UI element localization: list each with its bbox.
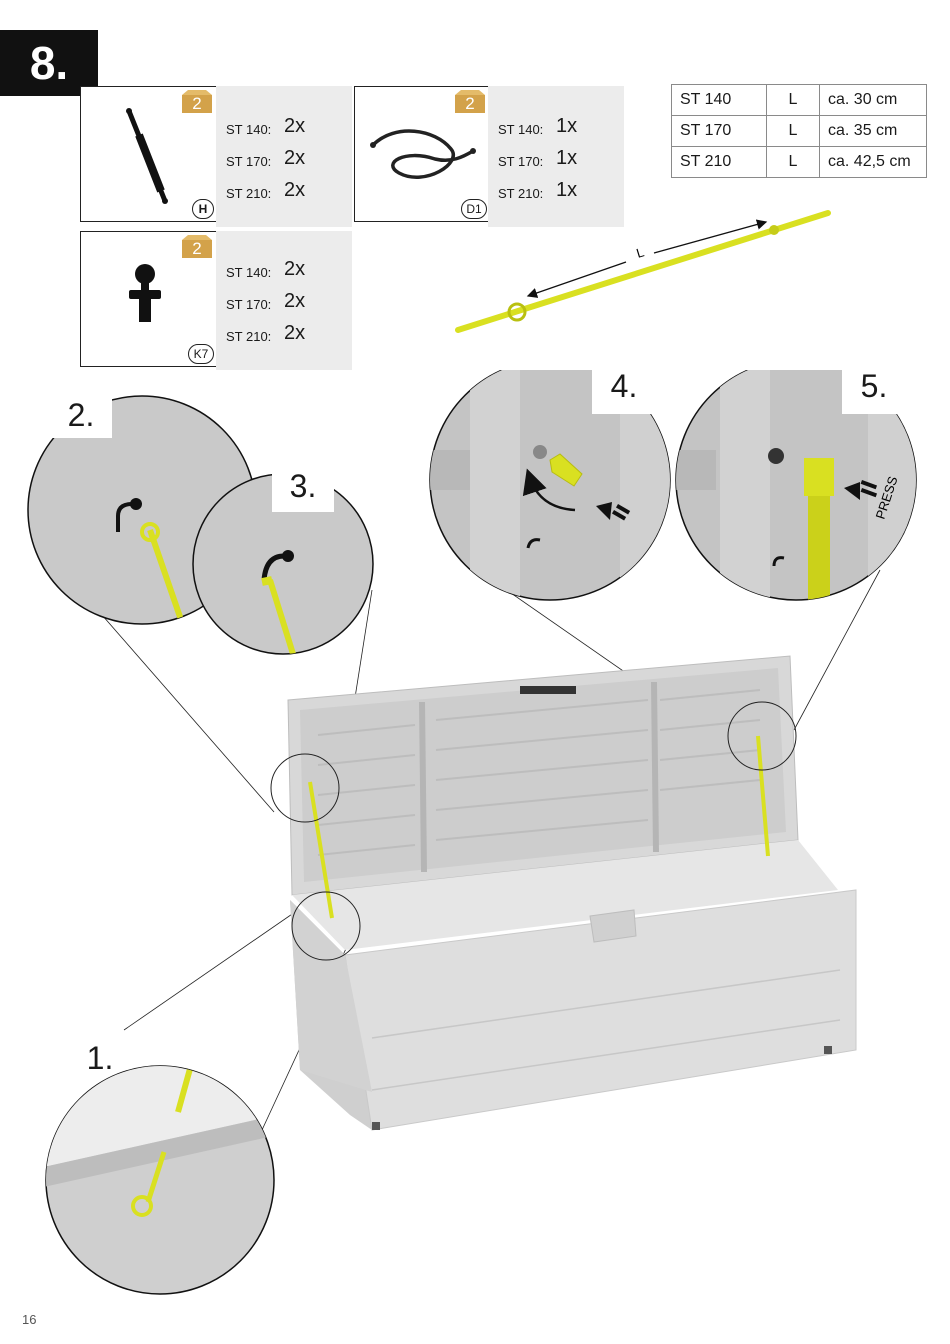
table-row: ST 170 L ca. 35 cm (671, 115, 927, 147)
ball-stud-icon (129, 264, 161, 322)
callout-1 (45, 1065, 275, 1295)
detail-ring-1 (291, 891, 361, 961)
callout-number-4: 4. (592, 364, 656, 408)
step-number: 8. (0, 30, 98, 96)
box-icon (455, 90, 485, 113)
callout-number-5: 5. (842, 364, 906, 408)
box-icon (182, 90, 212, 113)
qty-row: ST 140:1x (498, 115, 578, 137)
part-k7-box: 2 K7 (80, 231, 217, 367)
cord-length-table: ST 140 L ca. 30 cm ST 170 L ca. 35 cm ST… (671, 84, 927, 178)
part-code-badge: H (192, 199, 214, 219)
page-number: 16 (22, 1312, 37, 1327)
package-quantity-badge: 2 (180, 89, 214, 115)
storage-box (287, 655, 857, 1131)
cord-icon (370, 129, 476, 179)
cord-length-diagram: L (455, 210, 831, 333)
qty-row: ST 140:2x (226, 115, 306, 137)
assembly-illustration: PRESS (27, 370, 917, 1295)
detail-ring-4-5 (727, 701, 797, 771)
qty-row: ST 170:2x (226, 290, 306, 312)
part-d1-box: 2 D1 (354, 86, 490, 222)
callout-number-3: 3. (272, 460, 334, 512)
qty-row: ST 140:2x (226, 258, 306, 280)
qty-row: ST 170:2x (226, 147, 306, 169)
part-h-quantities: ST 140:2x ST 170:2x ST 210:2x (216, 86, 352, 227)
gas-spring-icon (126, 108, 168, 204)
qty-row: ST 170:1x (498, 147, 578, 169)
package-quantity-badge: 2 (180, 234, 214, 260)
part-h-box: 2 H (80, 86, 217, 222)
detail-ring-2-3 (270, 753, 340, 823)
part-code-badge: K7 (188, 344, 214, 364)
callout-3 (192, 473, 374, 655)
box-icon (182, 235, 212, 258)
qty-row: ST 210:2x (226, 322, 306, 344)
part-code-badge: D1 (461, 199, 487, 219)
part-k7-quantities: ST 140:2x ST 170:2x ST 210:2x (216, 231, 352, 370)
table-row: ST 140 L ca. 30 cm (671, 84, 927, 116)
qty-row: ST 210:2x (226, 179, 306, 201)
table-row: ST 210 L ca. 42,5 cm (671, 146, 927, 178)
callout-number-1: 1. (86, 1040, 114, 1076)
callout-number-2: 2. (50, 392, 112, 438)
length-label: L (634, 244, 645, 260)
package-quantity-badge: 2 (453, 89, 487, 115)
part-d1-quantities: ST 140:1x ST 170:1x ST 210:1x (488, 86, 624, 227)
qty-row: ST 210:1x (498, 179, 578, 201)
